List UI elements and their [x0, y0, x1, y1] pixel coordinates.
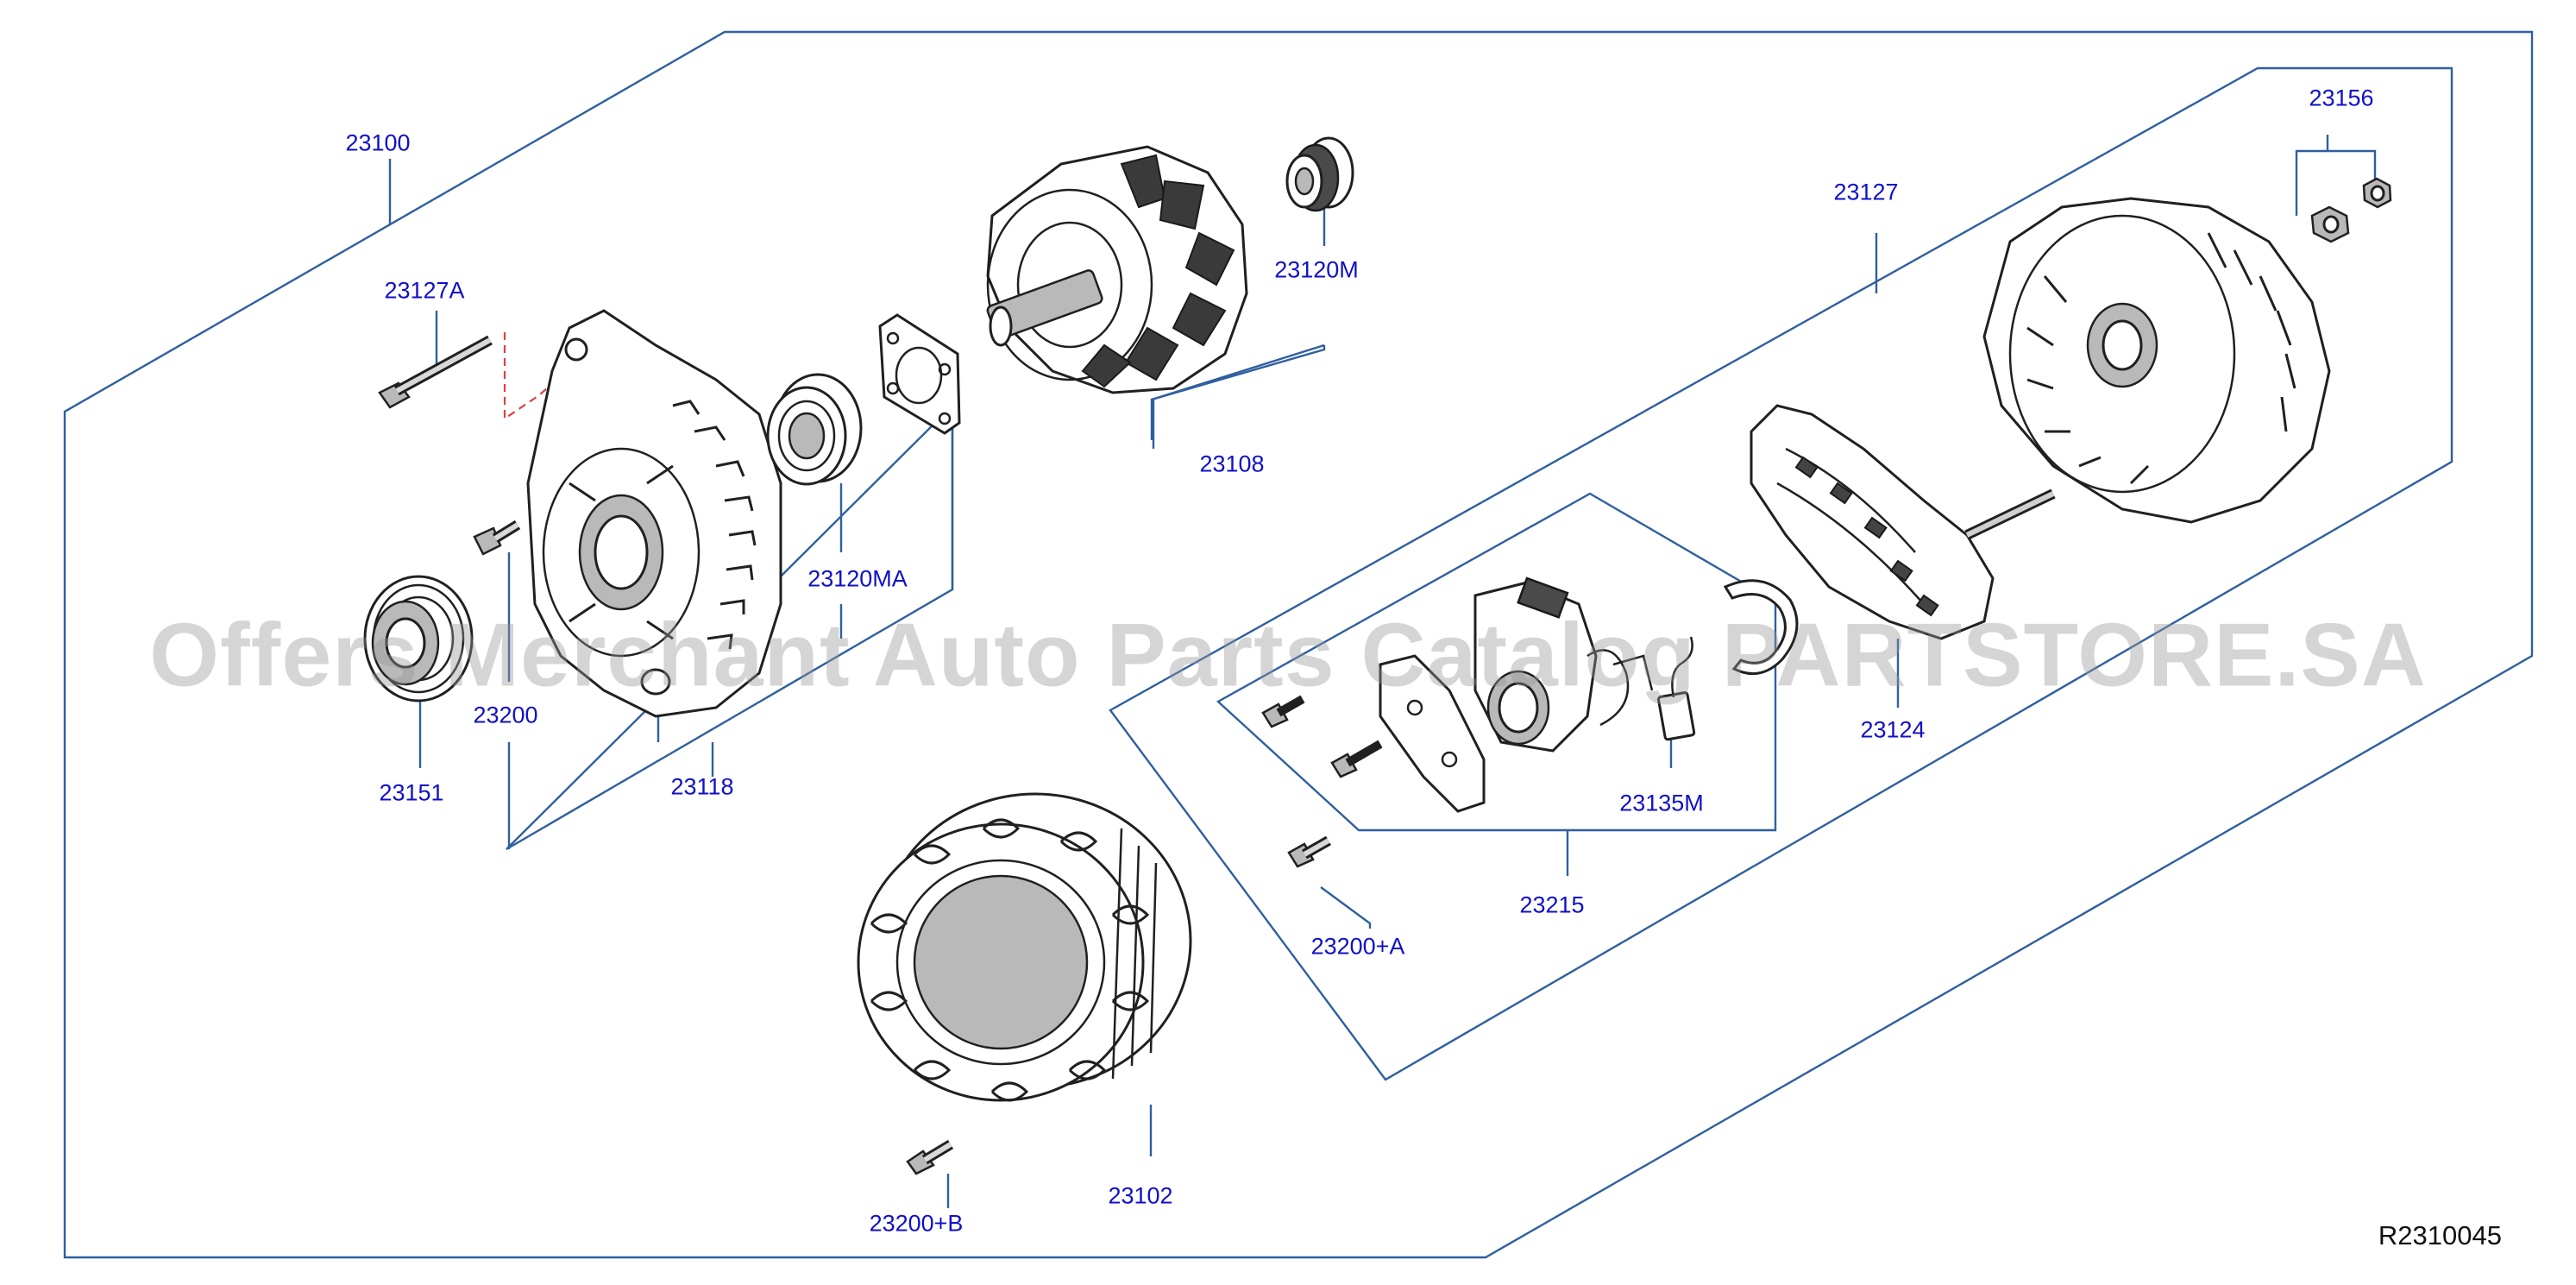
- regulator-23215-icon: [1379, 576, 1654, 813]
- rotor-23108-icon: [986, 145, 1248, 394]
- part-label-23200b[interactable]: 23200+B: [869, 1210, 964, 1237]
- front-housing-23118-icon: [526, 309, 782, 718]
- screw-23215-lower-icon: [1330, 740, 1383, 778]
- part-label-23127[interactable]: 23127: [1833, 179, 1899, 205]
- screw-23215-upper-icon: [1261, 695, 1305, 728]
- dashed-leader: [503, 332, 557, 421]
- nut-23156-small-icon: [2362, 177, 2392, 209]
- retainer-plate-icon: [878, 313, 961, 435]
- part-label-23215[interactable]: 23215: [1519, 891, 1585, 918]
- part-label-23120ma[interactable]: 23120MA: [807, 565, 908, 592]
- part-label-23108[interactable]: 23108: [1199, 450, 1265, 477]
- nut-23156-large-icon: [2310, 205, 2350, 243]
- pulley-23151-icon: [363, 575, 474, 702]
- bearing-23120m-icon: [1285, 136, 1354, 212]
- part-label-23124[interactable]: 23124: [1860, 716, 1926, 743]
- bearing-23120ma-icon: [766, 373, 863, 486]
- assembly-frame-23127: [1109, 66, 2453, 1081]
- bolt-23200a-icon: [1287, 835, 1331, 868]
- bolt-23200-icon: [473, 520, 521, 556]
- part-label-23200a[interactable]: 23200+A: [1310, 933, 1405, 960]
- diagram-reference-code: R2310045: [2378, 1220, 2502, 1250]
- rear-housing-23127-icon: [1982, 197, 2331, 524]
- part-label-23151[interactable]: 23151: [379, 779, 444, 806]
- part-label-23156[interactable]: 23156: [2309, 85, 2374, 111]
- brush-23135m-icon: [1656, 636, 1696, 741]
- part-label-23127a[interactable]: 23127A: [384, 277, 465, 304]
- part-label-23118[interactable]: 23118: [670, 773, 734, 800]
- part-label-23135m[interactable]: 23135M: [1619, 790, 1704, 816]
- part-label-23120m[interactable]: 23120M: [1274, 256, 1359, 283]
- assembly-frame-23100: [63, 30, 2534, 1259]
- stator-23102-icon: [857, 792, 1192, 1102]
- rectifier-23124-icon: [1750, 404, 2056, 640]
- part-label-23100[interactable]: 23100: [345, 129, 411, 156]
- part-label-23102[interactable]: 23102: [1108, 1182, 1173, 1209]
- snap-ring-icon: [1723, 579, 1799, 676]
- bolt-23200b-icon: [906, 1139, 954, 1175]
- bolt-23127a-icon: [378, 335, 493, 409]
- part-label-23200[interactable]: 23200: [473, 702, 538, 728]
